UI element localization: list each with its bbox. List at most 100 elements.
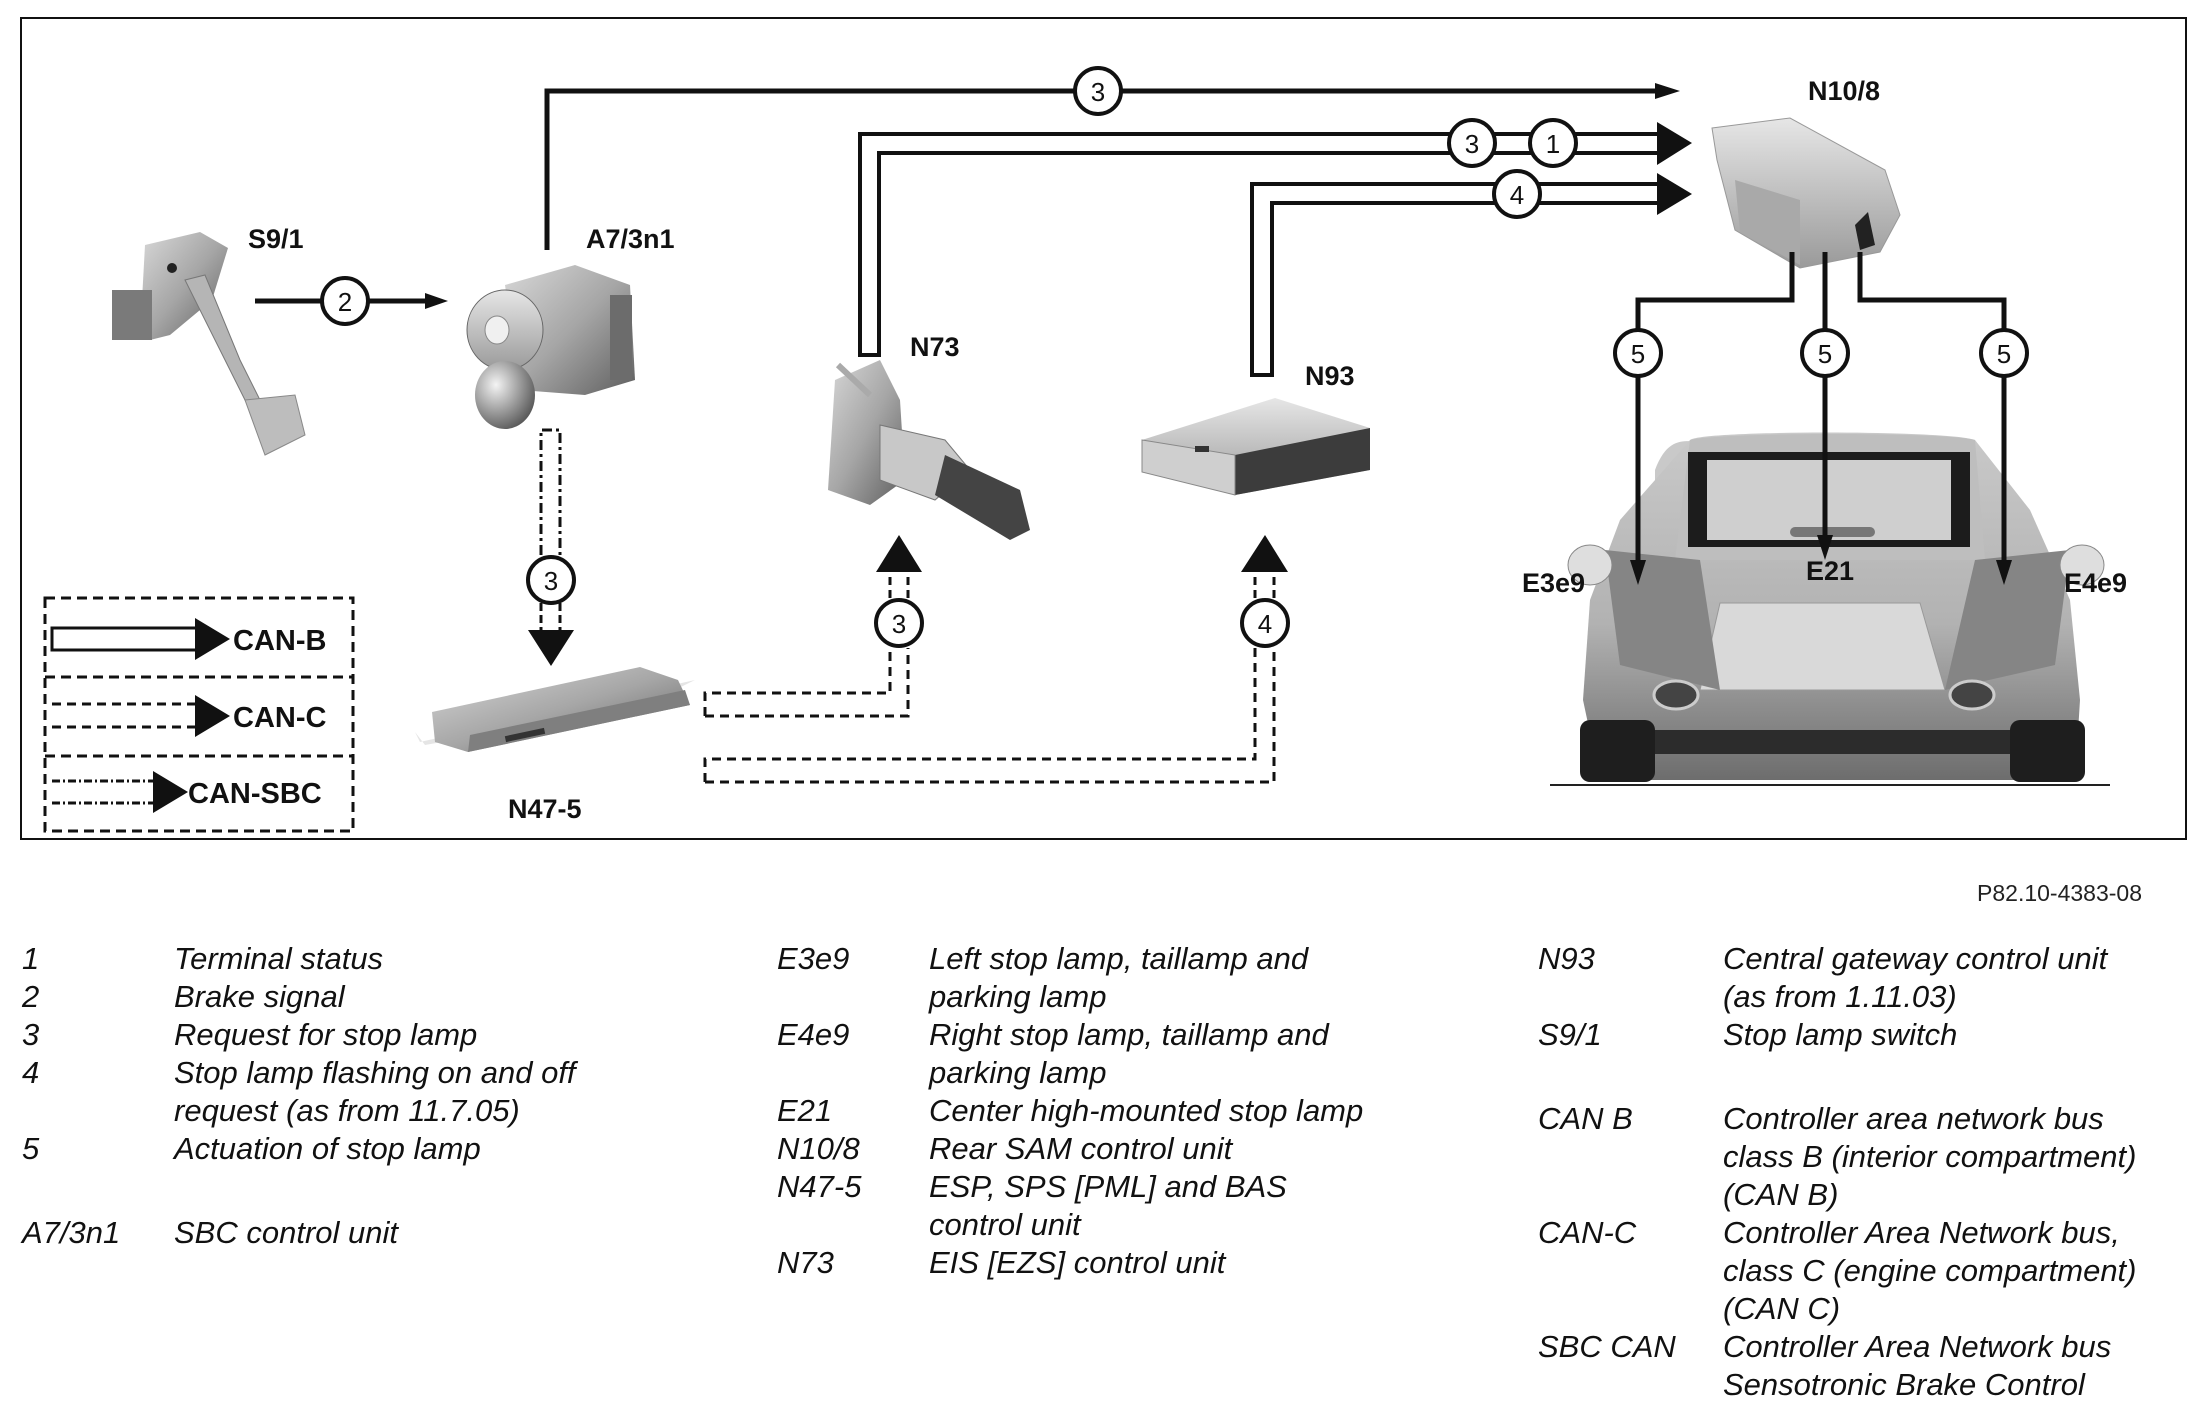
diagram-frame: [20, 17, 2187, 840]
label-e4e9: E4e9: [2064, 568, 2127, 598]
svg-text:4: 4: [1510, 180, 1524, 210]
legend-description: Controller Area Network bus,class C (eng…: [1723, 1214, 2198, 1328]
legend-description: SBC control unit: [174, 1214, 702, 1252]
legend-description-line: Stop lamp flashing on and off: [174, 1055, 576, 1090]
svg-text:3: 3: [1091, 77, 1105, 107]
legend-code: E4e9: [777, 1017, 850, 1052]
legend-code: 4: [22, 1055, 40, 1090]
label-n73: N73: [910, 332, 960, 362]
legend-can-sbc-label: CAN-SBC: [188, 778, 322, 810]
label-s9-1: S9/1: [248, 224, 304, 254]
legend-description-line: ESP, SPS [PML] and BAS: [929, 1169, 1287, 1204]
legend-description: Actuation of stop lamp: [174, 1130, 702, 1168]
legend-entry: N73 EIS [EZS] control unit: [777, 1244, 1477, 1282]
legend-entry: N10/8 Rear SAM control unit: [777, 1130, 1477, 1168]
legend-entry: A7/3n1 SBC control unit: [22, 1214, 702, 1252]
legend-entry: 5 Actuation of stop lamp: [22, 1130, 702, 1168]
legend-description-line: (CAN C): [1723, 1291, 1841, 1326]
legend-description-line: class B (interior compartment): [1723, 1139, 2137, 1174]
legend-description-line: Rear SAM control unit: [929, 1131, 1233, 1166]
legend-description-line: EIS [EZS] control unit: [929, 1245, 1226, 1280]
svg-text:5: 5: [1997, 339, 2011, 369]
legend-code: 2: [22, 979, 40, 1014]
label-n47-5: N47-5: [508, 794, 582, 824]
label-a7-3n1: A7/3n1: [586, 224, 675, 254]
legend-code: N73: [777, 1245, 834, 1280]
legend-description-line: SBC control unit: [174, 1215, 398, 1250]
svg-text:3: 3: [892, 609, 906, 639]
can-sbc-line: [528, 428, 574, 666]
legend-code: N10/8: [777, 1131, 860, 1166]
esp-control-unit-illustration: [415, 667, 695, 752]
legend-description-line: Controller Area Network bus: [1723, 1329, 2112, 1364]
legend-can-b-label: CAN-B: [233, 625, 326, 657]
vehicle-rear-illustration: [1550, 432, 2110, 786]
legend-description-line: Center high-mounted stop lamp: [929, 1093, 1364, 1128]
legend-description: Central gateway control unit(as from 1.1…: [1723, 940, 2198, 1016]
central-gateway-illustration: [1141, 398, 1370, 496]
label-n10-8: N10/8: [1808, 76, 1880, 106]
legend-code: CAN B: [1538, 1101, 1633, 1136]
can-c-n93-line: [703, 535, 1288, 784]
legend-description-line: request (as from 11.7.05): [174, 1093, 520, 1128]
signal-marker: 3: [874, 598, 924, 648]
legend-description-line: Controller area network bus: [1723, 1101, 2104, 1136]
svg-text:2: 2: [338, 287, 352, 317]
signal-marker: 5: [1979, 328, 2029, 378]
signal-marker: 5: [1613, 328, 1663, 378]
can-b-n73-line: [858, 122, 1692, 357]
legend-can-c-sample: [52, 695, 230, 737]
legend-description-line: Sensotronic Brake Control: [1723, 1367, 2085, 1402]
label-n93: N93: [1305, 361, 1355, 391]
label-e21: E21: [1806, 556, 1854, 586]
legend-description: Rear SAM control unit: [929, 1130, 1477, 1168]
legend-code: 5: [22, 1131, 40, 1166]
legend-description: EIS [EZS] control unit: [929, 1244, 1477, 1282]
stop-lamp-switch-illustration: [112, 232, 306, 456]
legend-description-line: Central gateway control unit: [1723, 941, 2108, 976]
legend-description-line: parking lamp: [929, 979, 1107, 1014]
legend-code: S9/1: [1538, 1017, 1602, 1052]
legend-description-line: Terminal status: [174, 941, 384, 976]
svg-text:3: 3: [1465, 129, 1479, 159]
svg-text:3: 3: [544, 566, 558, 596]
legend-description: Terminal status: [174, 940, 702, 978]
legend-description-line: Stop lamp switch: [1723, 1017, 1958, 1052]
legend-code: E3e9: [777, 941, 850, 976]
legend-description-line: Controller Area Network bus,: [1723, 1215, 2120, 1250]
signal-marker: 3: [1447, 118, 1497, 168]
legend-code: A7/3n1: [22, 1215, 121, 1250]
rear-sam-illustration: [1711, 117, 1901, 269]
signal-marker: 2: [320, 276, 370, 326]
legend-code: CAN-C: [1538, 1215, 1637, 1250]
lamp-actuation-lines: [1630, 252, 2012, 585]
legend-description-line: class C (engine compartment): [1723, 1253, 2137, 1288]
bus-legend-box: CAN-B CAN-C CAN-SBC: [43, 596, 355, 833]
signal-marker: 3: [526, 555, 576, 605]
legend-code: SBC CAN: [1538, 1329, 1676, 1364]
sbc-control-unit-illustration: [466, 265, 635, 429]
legend-description-line: (CAN B): [1723, 1177, 1839, 1212]
figure-reference: P82.10-4383-08: [1977, 880, 2142, 906]
sbc-to-rear-sam-line: [544, 83, 1680, 250]
legend-description: Request for stop lamp: [174, 1016, 702, 1054]
legend-can-sbc-sample: [52, 771, 188, 813]
eis-control-unit-illustration: [828, 360, 1030, 540]
legend-description-line: (as from 1.11.03): [1723, 979, 1957, 1014]
legend-description-line: Actuation of stop lamp: [174, 1131, 481, 1166]
